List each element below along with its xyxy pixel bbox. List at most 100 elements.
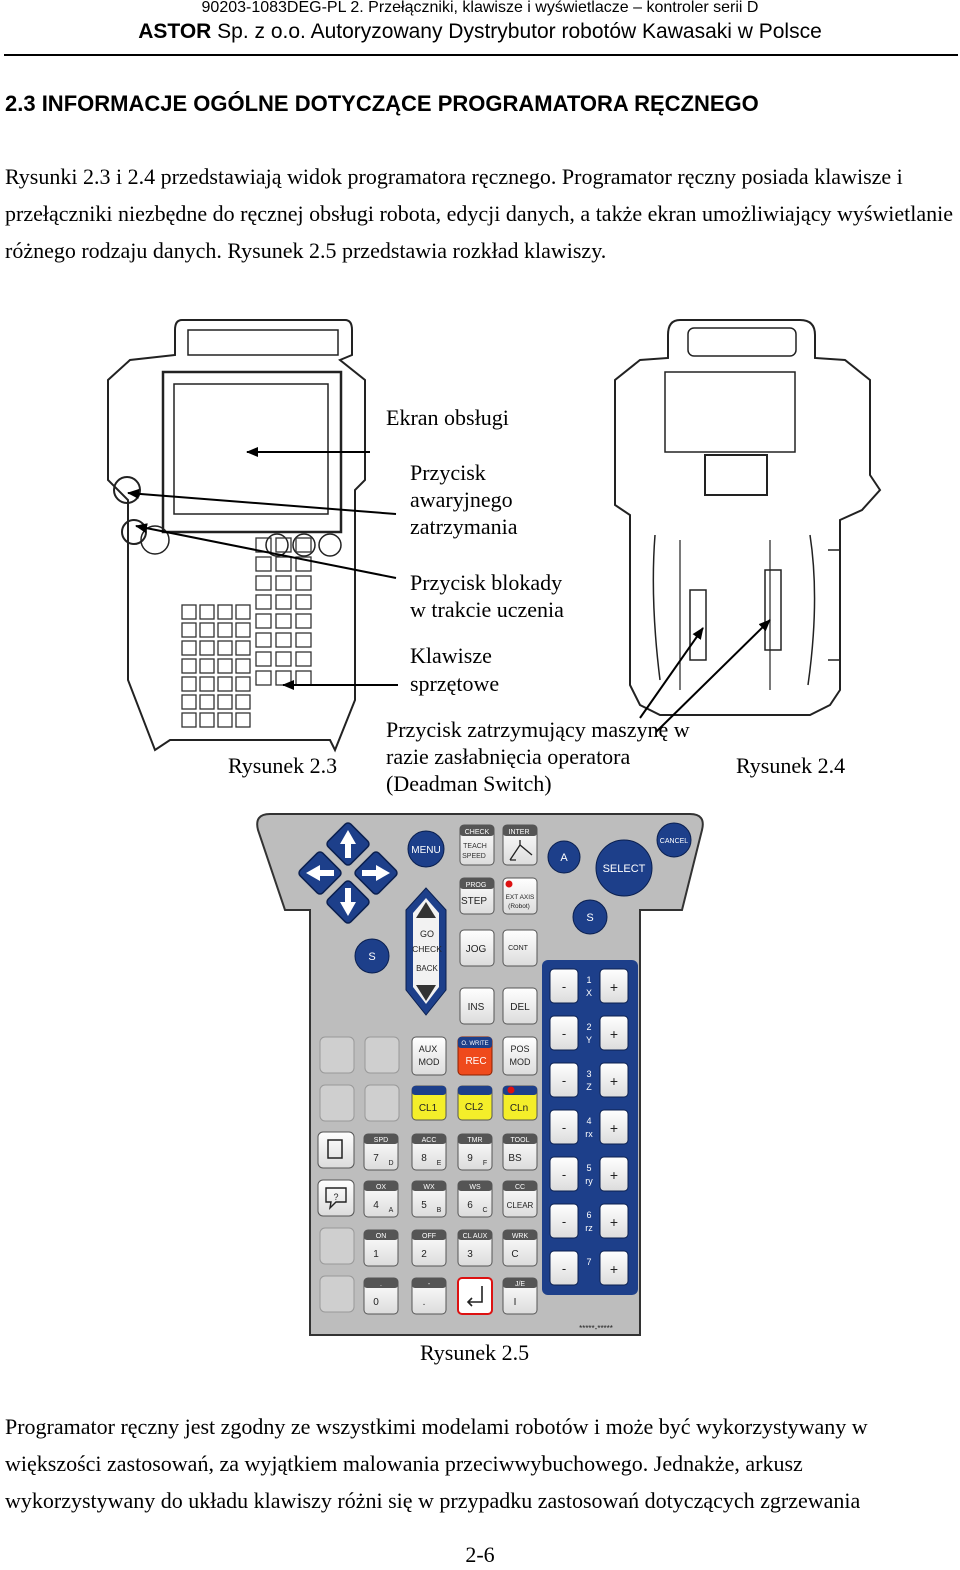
select-button[interactable]: SELECT (595, 839, 653, 897)
axis-minus-key[interactable]: - (549, 1062, 579, 1098)
numeric-key-top-label: - (428, 1281, 431, 1288)
axis-plus-key[interactable]: + (599, 1109, 629, 1145)
numeric-key-top-label: WX (423, 1184, 435, 1191)
numeric-key-main-label: 2 (421, 1249, 427, 1260)
rec-button[interactable]: O. WRITE REC (457, 1036, 493, 1076)
front-key (217, 622, 233, 638)
front-key (217, 640, 233, 656)
s-button-left[interactable]: S (354, 938, 390, 974)
numeric-key-sub-label: E (437, 1160, 442, 1167)
numeric-key-main-label: 6 (467, 1200, 473, 1211)
ins-button[interactable]: INS (459, 987, 495, 1025)
enter-icon (466, 1286, 483, 1307)
front-key (181, 622, 197, 638)
cl2-label: CL2 (465, 1102, 484, 1113)
axis-plus-key[interactable]: + (599, 1250, 629, 1286)
numeric-key[interactable]: -. (411, 1277, 447, 1315)
numeric-key[interactable]: J/EI (502, 1277, 538, 1315)
check-teach-speed-button[interactable]: CHECK TEACH SPEED (459, 824, 495, 866)
pos-mod-button[interactable]: POS MOD (502, 1036, 538, 1076)
numeric-key[interactable] (457, 1277, 493, 1315)
axis-plus-key[interactable]: + (599, 1015, 629, 1051)
axis-plus-key[interactable]: + (599, 1203, 629, 1239)
axis-name: X (586, 988, 592, 998)
jog-button[interactable]: JOG (459, 929, 495, 967)
axis-plus-label: + (610, 1073, 618, 1089)
file-icon-button[interactable] (317, 1131, 355, 1169)
go-check-back-rocker[interactable]: GO CHECK BACK (405, 887, 447, 1016)
cln-button[interactable]: CLn (502, 1085, 538, 1121)
axis-minus-key[interactable]: - (549, 1156, 579, 1192)
axis-name: ry (585, 1176, 593, 1186)
s-button-right[interactable]: S (572, 899, 608, 935)
inter-button[interactable]: INTER (502, 824, 538, 866)
cont-button[interactable]: CONT (502, 929, 538, 967)
front-key (217, 712, 233, 728)
arrow-left-icon (306, 865, 334, 881)
axis-plus-key[interactable]: + (599, 1156, 629, 1192)
numeric-key-sub-label: A (389, 1207, 394, 1214)
a-label: A (560, 852, 568, 864)
front-key (181, 676, 197, 692)
axis-minus-label: - (562, 1261, 566, 1276)
axis-minus-key[interactable]: - (549, 1203, 579, 1239)
jog-label: JOG (466, 944, 487, 955)
axis-minus-label: - (562, 1120, 566, 1135)
inter-label: INTER (509, 829, 530, 836)
cursor-pad[interactable] (297, 821, 398, 924)
front-key (295, 670, 312, 686)
numeric-key[interactable]: ON1 (363, 1229, 399, 1267)
document-header-line: 90203-1083DEG-PL 2. Przełączniki, klawis… (201, 0, 759, 16)
axis-minus-key[interactable]: - (549, 1015, 579, 1051)
company-description: Sp. z o.o. Autoryzowany Dystrybutor robo… (211, 20, 822, 43)
cancel-button[interactable]: CANCEL (656, 822, 692, 858)
axis-jog-keys: -1X+-2Y+-3Z+-4rx+-5ry+-6rz+-7+ (542, 960, 638, 1295)
numeric-key-main-label: 8 (421, 1153, 427, 1164)
aux-mod-button[interactable]: AUX MOD (411, 1036, 447, 1076)
del-button[interactable]: DEL (502, 987, 538, 1025)
a-button[interactable]: A (547, 840, 581, 874)
axis-plus-key[interactable]: + (599, 1062, 629, 1098)
axis-minus-key[interactable]: - (549, 968, 579, 1004)
figure-2-5-keypad: MENU A SELECT CANCEL S S CHECK TEACH SPE… (256, 813, 704, 1365)
numeric-key-top-label: WRK (512, 1233, 529, 1240)
front-key (275, 594, 292, 610)
help-icon-button[interactable]: ? (317, 1179, 355, 1217)
numeric-key[interactable]: .0 (363, 1277, 399, 1315)
front-key (217, 604, 233, 620)
back-triangle-icon (416, 985, 436, 1001)
go-label: GO (420, 929, 434, 939)
axis-number: 7 (586, 1257, 591, 1267)
front-key (199, 622, 215, 638)
front-key (275, 537, 292, 553)
body-paragraph: Programator ręczny jest zgodny ze wszyst… (5, 1414, 868, 1513)
prog-step-button[interactable]: PROG STEP (459, 877, 495, 915)
caption-figure-2-4: Rysunek 2.4 (736, 753, 845, 778)
cl1-button[interactable]: CL1 (411, 1085, 447, 1121)
numeric-key-top-label: WS (469, 1184, 481, 1191)
label-estop-1: Przycisk (410, 460, 486, 485)
front-key (199, 694, 215, 710)
front-key (235, 622, 251, 638)
axis-plus-key[interactable]: + (599, 968, 629, 1004)
numeric-key-top-label: CC (515, 1184, 525, 1191)
pos-label: POS (510, 1044, 529, 1054)
ext-axis-button[interactable]: EXT AXIS (Robot) (502, 877, 538, 915)
blank-keys (319, 1036, 400, 1313)
axis-minus-key[interactable]: - (549, 1250, 579, 1286)
menu-button[interactable]: MENU (407, 830, 445, 868)
robot-label: (Robot) (508, 903, 530, 910)
axis-minus-key[interactable]: - (549, 1109, 579, 1145)
cl2-button[interactable]: CL2 (457, 1085, 493, 1121)
